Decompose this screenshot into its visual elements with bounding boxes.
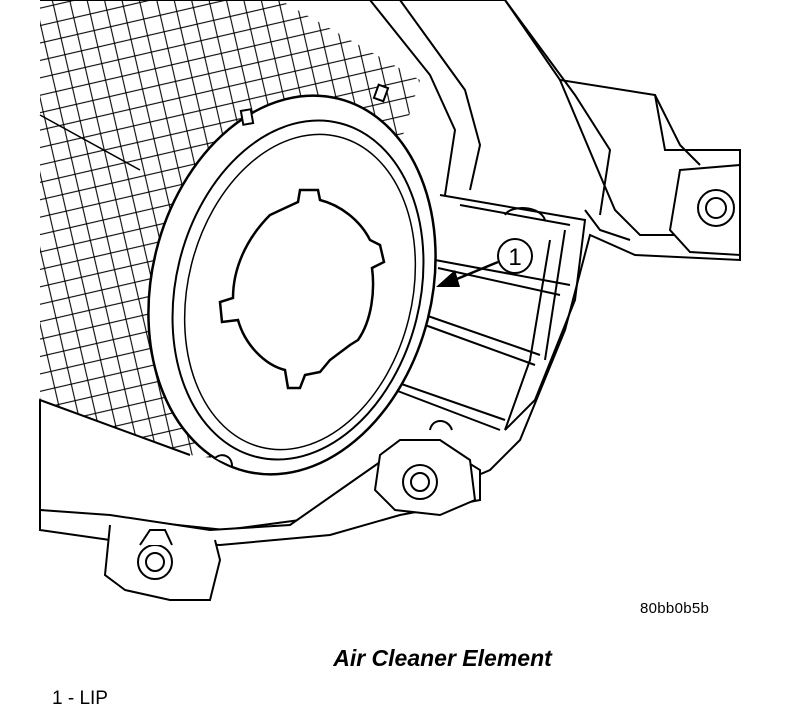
right-bracket: [668, 163, 741, 257]
figure-code: 80bb0b5b: [640, 600, 710, 617]
rim-tabs: [214, 83, 390, 467]
callout-number: 1: [508, 244, 521, 271]
figure-caption: Air Cleaner Element: [333, 645, 552, 671]
callout-1: 1: [436, 238, 533, 287]
lower-bolts: [137, 464, 438, 580]
housing-ribs: [389, 194, 587, 431]
legend-item: 1 - LIP: [52, 688, 108, 709]
air-cleaner-illustration: 1: [39, 0, 741, 601]
end-cap-opening: [218, 188, 386, 390]
arrow-head: [436, 270, 460, 287]
